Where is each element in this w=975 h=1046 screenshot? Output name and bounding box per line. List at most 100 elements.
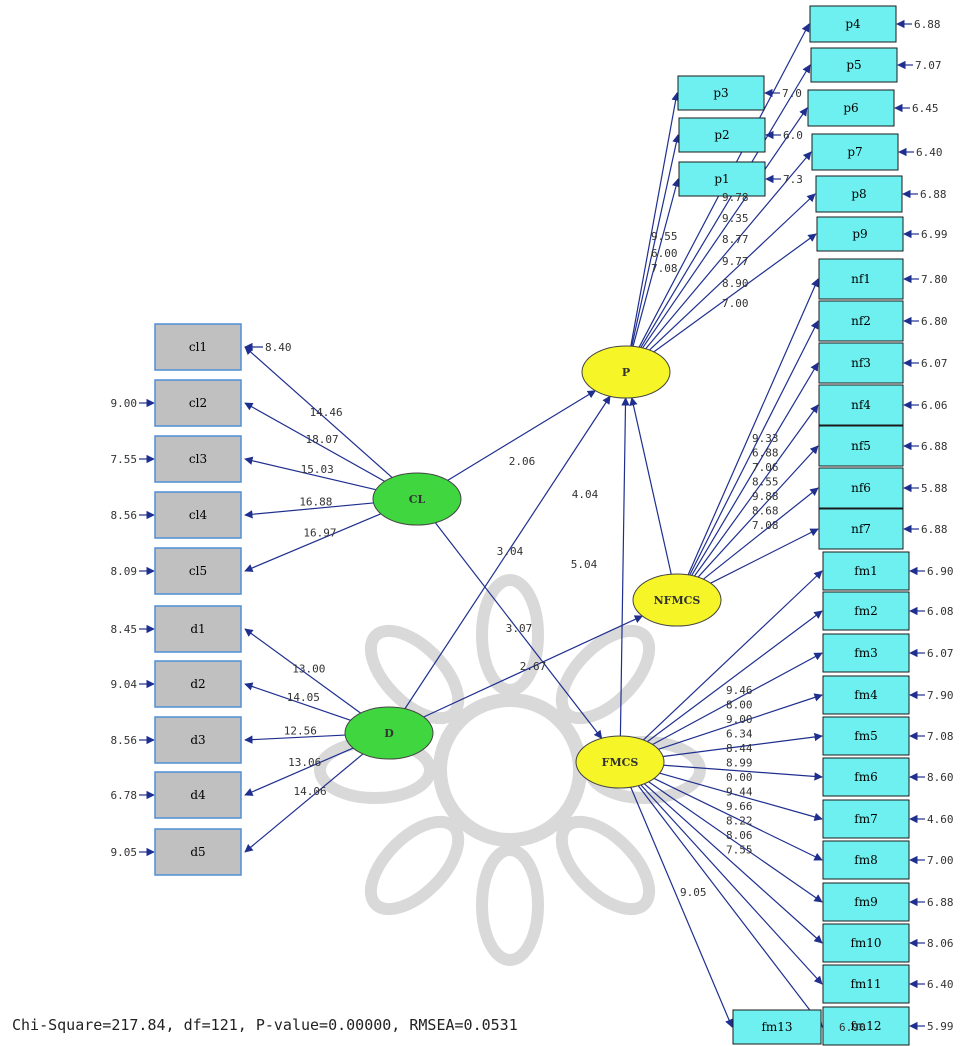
loading-value-fm5: 8.44 — [726, 742, 753, 755]
indicator-label-fm13: fm13 — [761, 1020, 792, 1034]
indicator-label-nf1: nf1 — [851, 272, 871, 286]
indicator-label-fm9: fm9 — [854, 895, 877, 909]
indicator-box-fm2 — [822, 591, 910, 631]
loading-arrow-p6 — [642, 107, 808, 349]
indicator-box-nf5 — [818, 425, 904, 467]
loading-arrow-nf5 — [697, 445, 819, 578]
indicator-box-p7 — [811, 133, 899, 171]
loading-value-nf7: 7.08 — [752, 519, 779, 532]
path-value-D-NFMCS: 2.67 — [520, 660, 547, 673]
indicator-box-fm9 — [822, 882, 910, 922]
error-value-nf5: 6.88 — [921, 440, 948, 453]
indicator-label-nf2: nf2 — [851, 314, 871, 328]
path-value-CL-P: 2.06 — [509, 455, 536, 468]
indicator-box-cl4 — [154, 491, 242, 539]
indicator-label-d4: d4 — [190, 788, 206, 802]
loading-arrow-fm13 — [630, 786, 733, 1028]
path-value-FMCS-P: 5.04 — [571, 558, 598, 571]
indicator-label-nf5: nf5 — [851, 439, 871, 453]
indicator-box-nf6 — [818, 467, 904, 509]
indicator-label-d2: d2 — [190, 677, 205, 691]
latent-d — [344, 706, 434, 760]
error-value-fm4: 7.90 — [927, 689, 954, 702]
loading-value-nf5: 9.88 — [752, 490, 779, 503]
loading-value-d4: 13.06 — [288, 756, 321, 769]
indicator-box-d2 — [154, 660, 242, 708]
loading-value-fm1: 9.46 — [726, 684, 753, 697]
loading-arrow-nf7 — [710, 528, 819, 584]
indicator-label-fm8: fm8 — [854, 853, 877, 867]
indicator-box-cl3 — [154, 435, 242, 483]
loading-arrow-cl2 — [244, 402, 385, 482]
loading-arrow-fm11 — [640, 784, 823, 985]
indicator-label-fm6: fm6 — [854, 770, 877, 784]
path-arrow-D-NFMCS — [423, 615, 644, 718]
error-value-cl1: 8.40 — [265, 341, 292, 354]
indicator-box-p3 — [677, 75, 765, 111]
indicator-box-d3 — [154, 716, 242, 764]
indicator-label-nf6: nf6 — [851, 481, 871, 495]
indicator-label-fm12: fm12 — [850, 1019, 881, 1033]
loading-value-p6: 8.77 — [722, 233, 749, 246]
loading-arrow-cl1 — [244, 346, 393, 478]
loading-arrow-p5 — [640, 64, 811, 348]
loading-arrow-p7 — [645, 151, 812, 350]
loading-arrow-d1 — [244, 628, 362, 714]
loading-value-nf1: 9.33 — [752, 432, 779, 445]
loading-arrow-fm9 — [648, 781, 823, 903]
indicator-box-fm8 — [822, 840, 910, 880]
indicator-label-cl4: cl4 — [189, 508, 208, 522]
indicator-label-p2: p2 — [714, 128, 729, 142]
indicator-label-nf3: nf3 — [851, 356, 871, 370]
indicator-box-nf1 — [818, 258, 904, 300]
fit-statistics: Chi-Square=217.84, df=121, P-value=0.000… — [12, 1016, 518, 1034]
loading-value-fm6: 8.99 — [726, 757, 753, 770]
error-value-p4: 6.88 — [914, 18, 941, 31]
watermark-petal — [555, 815, 656, 916]
loading-arrow-nf1 — [687, 278, 819, 576]
error-value-p6: 6.45 — [912, 102, 939, 115]
indicator-label-fm2: fm2 — [854, 604, 877, 618]
loading-arrow-nf4 — [693, 404, 819, 577]
error-value-p3: 7.0 — [782, 87, 802, 100]
watermark-petal — [364, 624, 465, 725]
indicator-box-fm13 — [732, 1009, 822, 1045]
indicator-box-cl2 — [154, 379, 242, 427]
loading-value-p5: 9.35 — [722, 212, 749, 225]
error-value-p8: 6.88 — [920, 188, 947, 201]
loading-value-fm13: 9.05 — [680, 886, 707, 899]
indicator-label-fm3: fm3 — [854, 646, 877, 660]
error-value-nf7: 6.88 — [921, 523, 948, 536]
latent-label-p: P — [622, 366, 630, 379]
indicator-label-p1: p1 — [714, 172, 729, 186]
loading-value-fm10: 8.22 — [726, 815, 753, 828]
error-value-nf3: 6.07 — [921, 357, 948, 370]
indicator-label-p3: p3 — [713, 86, 728, 100]
loading-value-cl5: 16.97 — [303, 527, 336, 540]
watermark-petal — [476, 844, 544, 966]
loading-arrow-p9 — [653, 233, 817, 353]
loading-value-d5: 14.06 — [294, 785, 327, 798]
loading-value-p7: 9.77 — [722, 255, 749, 268]
error-value-nf1: 7.80 — [921, 273, 948, 286]
latent-label-fmcs: FMCS — [602, 756, 639, 769]
loading-arrow-d2 — [244, 682, 351, 721]
loading-arrow-d4 — [244, 747, 354, 796]
loading-arrow-fm1 — [642, 570, 823, 741]
loading-arrow-cl4 — [244, 502, 374, 519]
indicator-label-p4: p4 — [845, 17, 861, 31]
indicator-box-nf7 — [818, 508, 904, 550]
loading-value-d3: 12.56 — [284, 724, 317, 737]
path-arrow-CL-P — [447, 390, 597, 481]
indicator-label-cl3: cl3 — [189, 452, 207, 466]
indicator-label-fm5: fm5 — [854, 729, 877, 743]
indicator-box-p9 — [816, 216, 904, 252]
error-value-cl5: 8.09 — [111, 565, 138, 578]
latent-label-nfmcs: NFMCS — [654, 594, 701, 607]
loading-value-d1: 13.00 — [292, 662, 325, 675]
error-value-fm9: 6.88 — [927, 896, 954, 909]
indicator-label-fm4: fm4 — [854, 688, 878, 702]
latent-label-cl: CL — [409, 493, 426, 506]
error-value-p7: 6.40 — [916, 146, 943, 159]
error-value-fm3: 6.07 — [927, 647, 954, 660]
